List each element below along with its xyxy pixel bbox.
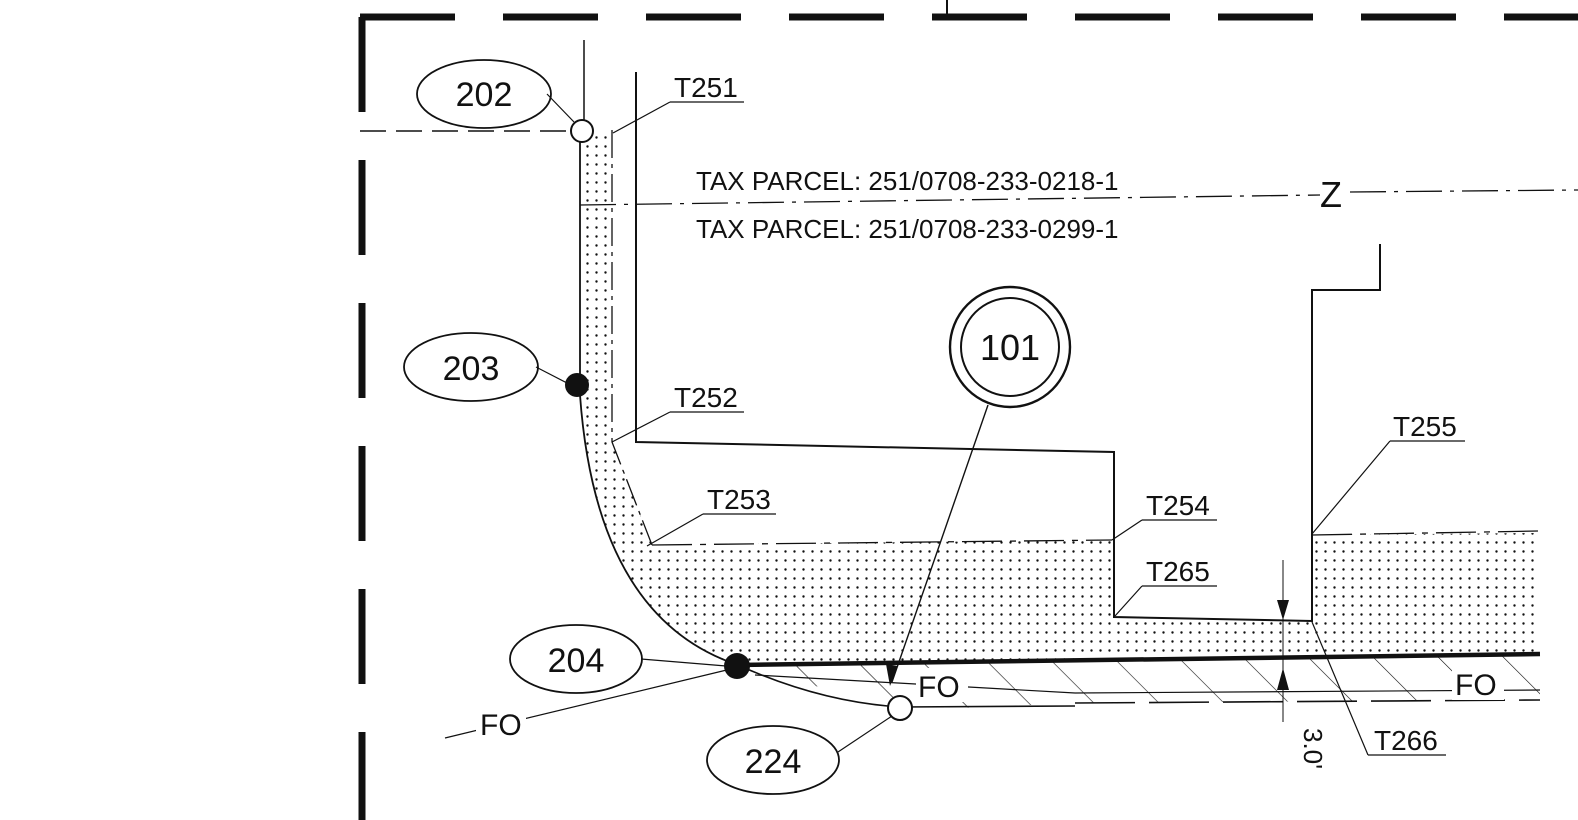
point-202-callout: 202 xyxy=(416,59,575,129)
dimension-3ft: 3.0' xyxy=(1277,560,1328,769)
point-204-marker xyxy=(724,653,750,679)
fo-label-middle: FO xyxy=(918,671,960,704)
callout-101: 101 xyxy=(886,285,1072,686)
parcel-labels: TAX PARCEL: 251/0708-233-0218-1 TAX PARC… xyxy=(696,166,1342,244)
leader-t253-label: T253 xyxy=(707,484,771,515)
parcel-label-upper: TAX PARCEL: 251/0708-233-0218-1 xyxy=(696,166,1119,196)
site-boundary xyxy=(358,0,1578,820)
leader-t254-label: T254 xyxy=(1146,490,1210,521)
leader-t265: T265 xyxy=(1114,556,1217,617)
fiber-optic-labels: FO FO FO xyxy=(476,666,1504,742)
leader-t255: T255 xyxy=(1311,411,1465,535)
leader-t251: T251 xyxy=(612,72,744,134)
leader-t252-label: T252 xyxy=(674,382,738,413)
leader-t266-label: T266 xyxy=(1374,725,1438,756)
point-204-label: 204 xyxy=(548,642,605,680)
point-202-label: 202 xyxy=(456,76,513,114)
leader-t252: T252 xyxy=(611,382,744,443)
point-markers xyxy=(565,119,913,721)
point-203-label: 203 xyxy=(443,350,500,388)
building-outline xyxy=(635,72,1381,623)
point-203-marker xyxy=(565,373,589,397)
fo-label-right: FO xyxy=(1455,669,1497,702)
point-203-callout: 203 xyxy=(403,332,568,402)
leader-t265-label: T265 xyxy=(1146,556,1210,587)
callout-101-label: 101 xyxy=(980,327,1040,368)
point-204-callout: 204 xyxy=(509,624,727,694)
leader-t266: T266 xyxy=(1311,621,1446,756)
point-224-callout: 224 xyxy=(706,715,893,795)
point-224-label: 224 xyxy=(745,743,802,781)
leader-t255-label: T255 xyxy=(1393,411,1457,442)
leader-t251-label: T251 xyxy=(674,72,738,103)
zone-marker: Z xyxy=(1320,174,1342,215)
parcel-label-lower: TAX PARCEL: 251/0708-233-0299-1 xyxy=(696,214,1119,244)
fo-label-left: FO xyxy=(480,709,522,742)
dimension-label: 3.0' xyxy=(1298,728,1328,769)
leader-t254: T254 xyxy=(1111,490,1217,541)
leader-t253: T253 xyxy=(646,484,776,547)
point-224-marker xyxy=(887,695,913,721)
point-202-marker xyxy=(570,119,594,143)
